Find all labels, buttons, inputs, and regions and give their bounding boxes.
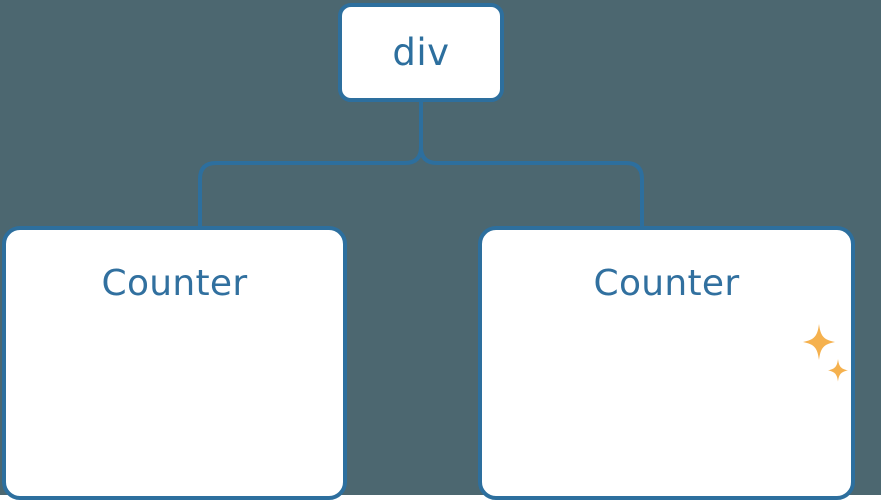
sparkle-large-icon	[803, 324, 835, 360]
node-counter-left-label: Counter	[101, 263, 248, 304]
connector-branch-right	[419, 146, 644, 226]
node-counter-left[interactable]: Counter	[2, 226, 347, 500]
node-div-label: div	[392, 31, 450, 74]
node-counter-right-label: Counter	[593, 263, 740, 304]
node-counter-right[interactable]: Counter	[478, 226, 855, 500]
node-div[interactable]: div	[338, 3, 504, 102]
connector-branch-left	[198, 146, 423, 226]
sparkle-small-icon	[828, 359, 848, 382]
sparkle-icon-group	[803, 324, 848, 382]
